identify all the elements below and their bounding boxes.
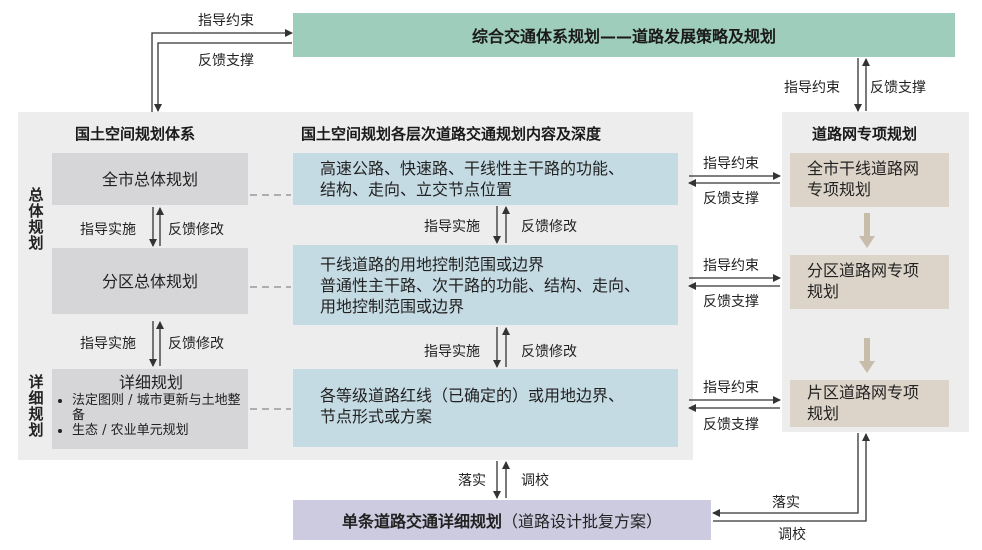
mid-box-3: 各等级道路红线（已确定的）或用地边界、 节点形式或方案	[293, 369, 678, 447]
right-down-arrow-1	[859, 213, 875, 248]
right-box-2: 分区道路网专项 规划	[790, 255, 949, 309]
left-panel-title: 国土空间规划体系	[75, 125, 196, 143]
group-label-master: 总体规划	[27, 187, 45, 251]
box-district-master-plan-label: 分区总体规划	[101, 271, 198, 291]
box-detailed-plan: 详细规划 法定图则 / 城市更新与土地整备 生态 / 农业单元规划	[52, 369, 248, 449]
mid-box-3-line: 节点形式或方案	[320, 407, 433, 426]
bottom-right-implement-label: 落实	[772, 495, 800, 511]
bottom-box: 单条道路交通详细规划（道路设计批复方案）	[293, 500, 711, 540]
mid-box-3-line: 各等级道路红线（已确定的）或用地边界、	[320, 386, 625, 405]
left-impl-label-2: 指导实施	[80, 336, 136, 352]
box-detailed-plan-list: 法定图则 / 城市更新与土地整备 生态 / 农业单元规划	[58, 393, 244, 438]
right-box-2-line: 分区道路网专项	[807, 261, 920, 280]
right-box-1: 全市干线道路网 专项规划	[790, 153, 949, 207]
left-impl-label-1: 指导实施	[80, 222, 136, 238]
right-box-2-line: 规划	[807, 282, 840, 301]
bottom-implement-label: 落实	[458, 473, 486, 489]
right-box-3-line: 片区道路网专项	[807, 383, 920, 402]
link-1-guide: 指导约束	[703, 156, 759, 172]
arrow-guide-top	[151, 29, 293, 112]
mid-box-1: 高速公路、快速路、干线性主干路的功能、 结构、走向、立交节点位置	[293, 153, 678, 205]
top-box-title: 综合交通体系规划——道路发展策略及规划	[471, 27, 776, 46]
right-top-guide: 指导约束	[784, 80, 840, 96]
group-label-detail-text: 详细规划	[28, 373, 44, 439]
mid-box-2-line: 干线道路的用地控制范围或边界	[320, 255, 545, 274]
mid-impl-label-1: 指导实施	[424, 219, 480, 235]
top-feedback-label: 反馈支撑	[198, 53, 254, 69]
right-top-feedback: 反馈支撑	[870, 80, 926, 96]
arrow-bottom-to-right	[713, 433, 870, 522]
link-3-guide: 指导约束	[703, 380, 759, 396]
top-guide-label: 指导约束	[198, 13, 254, 29]
right-box-1-line: 全市干线道路网	[807, 159, 920, 178]
bottom-check-label: 调校	[521, 473, 549, 489]
right-box-1-line: 专项规划	[807, 180, 872, 199]
top-box: 综合交通体系规划——道路发展策略及规划	[293, 13, 955, 57]
mid-box-1-line: 结构、走向、立交节点位置	[320, 180, 513, 199]
link-2-feedback: 反馈支撑	[703, 294, 759, 310]
link-1-feedback: 反馈支撑	[703, 191, 759, 207]
right-box-3-line: 规划	[807, 404, 840, 423]
box-detailed-plan-title: 详细规划	[118, 373, 183, 392]
group-label-detail: 详细规划	[27, 374, 45, 438]
detail-item: 法定图则 / 城市更新与土地整备	[72, 393, 244, 423]
mid-fb-label-1: 反馈修改	[521, 219, 577, 235]
box-city-master-plan: 全市总体规划	[52, 153, 248, 205]
mid-box-2-line: 用地控制范围或边界	[320, 297, 465, 316]
left-fb-label-1: 反馈修改	[168, 222, 224, 238]
bottom-right-check-label: 调校	[778, 527, 806, 543]
mid-box-1-line: 高速公路、快速路、干线性主干路的功能、	[320, 159, 625, 178]
arrow-feedback-top	[154, 42, 292, 112]
box-city-master-plan-label: 全市总体规划	[101, 169, 198, 189]
mid-box-2: 干线道路的用地控制范围或边界 普通性主干路、次干路的功能、结构、走向、 用地控制…	[293, 245, 678, 325]
mid-impl-label-2: 指导实施	[424, 344, 480, 360]
right-down-arrow-2	[859, 338, 875, 373]
detail-item: 生态 / 农业单元规划	[72, 423, 244, 438]
left-fb-label-2: 反馈修改	[168, 336, 224, 352]
right-box-3: 片区道路网专项 规划	[790, 380, 949, 427]
box-district-master-plan: 分区总体规划	[52, 248, 248, 314]
right-panel-title: 道路网专项规划	[812, 125, 918, 143]
link-2-guide: 指导约束	[703, 258, 759, 274]
link-3-feedback: 反馈支撑	[703, 417, 759, 433]
bottom-box-title-bold: 单条道路交通详细规划	[341, 512, 502, 531]
bottom-box-title-normal: （道路设计批复方案）	[502, 512, 663, 531]
mid-panel-title: 国土空间规划各层次道路交通规划内容及深度	[301, 125, 602, 143]
mid-fb-label-2: 反馈修改	[521, 344, 577, 360]
arrow-right-to-bottom	[712, 433, 859, 517]
group-label-master-text: 总体规划	[28, 186, 44, 252]
mid-box-2-line: 普通性主干路、次干路的功能、结构、走向、	[320, 276, 641, 295]
